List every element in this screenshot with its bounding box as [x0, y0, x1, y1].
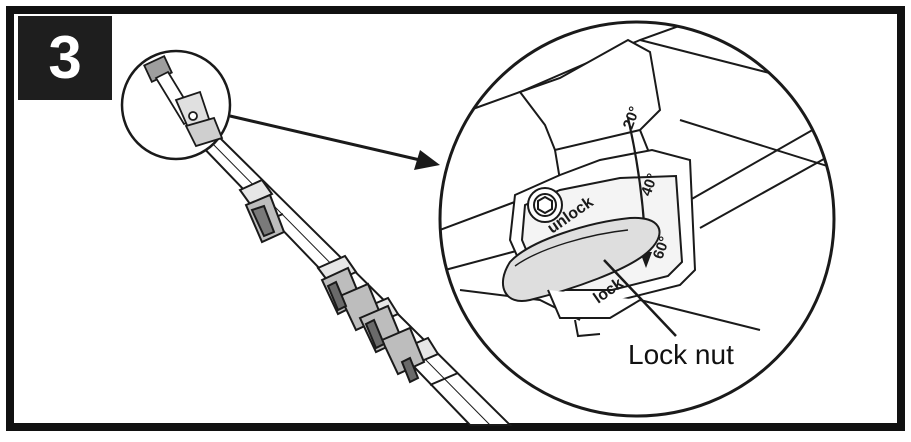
callout-arrow	[229, 114, 440, 170]
lock-nut-label: Lock nut	[628, 339, 734, 370]
angle-20-label: 20°	[620, 104, 644, 131]
lock-nut-leader-line	[603, 259, 677, 337]
pole-clamps	[244, 193, 426, 384]
angle-60-label: 60°	[650, 234, 674, 261]
angle-40-label: 40°	[638, 171, 662, 198]
magnified-detail: unlock lock 20° 40° 60° Lock nut	[438, 20, 836, 418]
step-number-badge: 3	[18, 16, 112, 100]
detail-highlight-circle	[120, 49, 232, 161]
